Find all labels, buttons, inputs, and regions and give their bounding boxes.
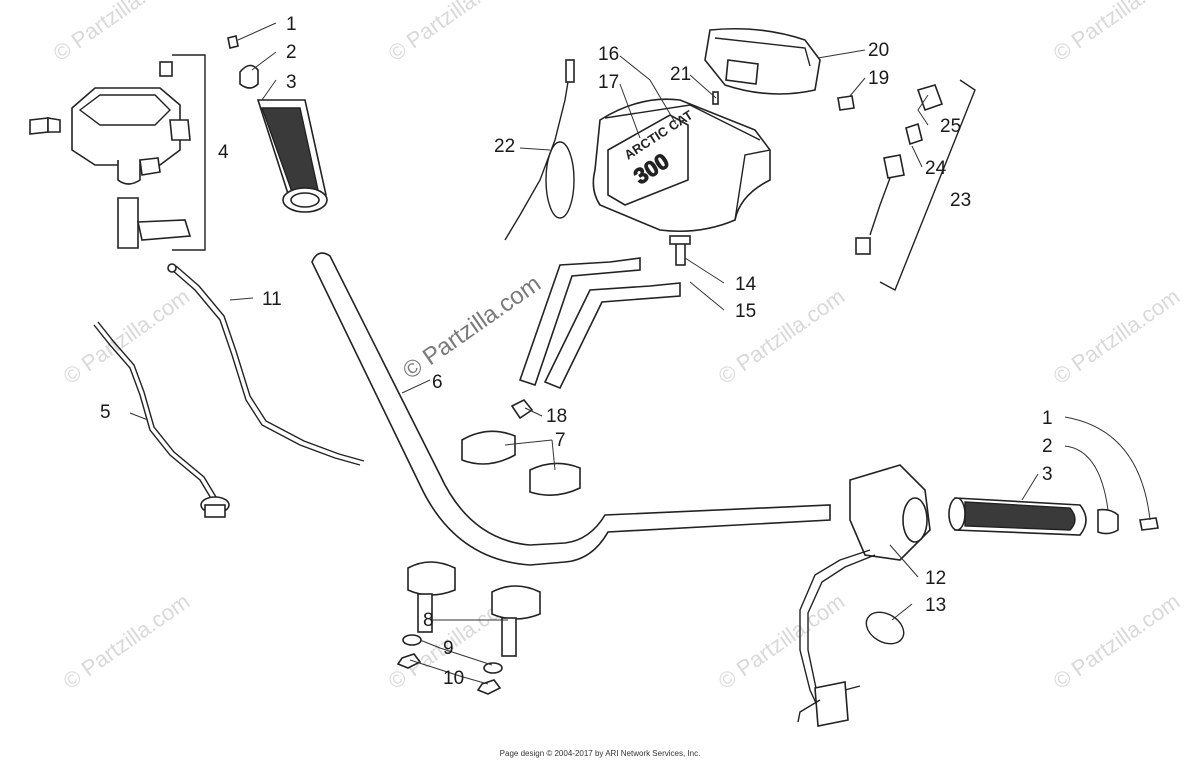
handlebar-risers	[396, 561, 541, 695]
callout-14: 14	[735, 274, 757, 295]
watermark: © Partzilla.com	[384, 0, 520, 66]
leader-lines	[129, 22, 1151, 685]
watermark: © Partzilla.com	[714, 589, 850, 695]
speedometer-cable	[504, 59, 575, 241]
watermark: © Partzilla.com	[59, 589, 195, 695]
callout-2: 2	[286, 42, 297, 63]
callout-8: 8	[423, 610, 434, 631]
callout-24: 24	[925, 158, 947, 179]
callout-23: 23	[950, 190, 971, 211]
throttle-cable	[93, 321, 230, 518]
watermark: © Partzilla.com	[59, 284, 195, 390]
callout-12: 12	[925, 568, 946, 589]
throttle-housing	[29, 54, 206, 251]
callout-22: 22	[494, 136, 515, 157]
callout-17: 17	[598, 72, 619, 93]
callout-20: 20	[868, 40, 889, 61]
callout-10: 10	[443, 668, 464, 689]
speedometer	[704, 27, 855, 111]
clip	[865, 611, 905, 645]
watermark: © Partzilla.com	[1049, 0, 1185, 66]
watermark: © Partzilla.com	[49, 0, 185, 66]
callout-5: 5	[100, 402, 111, 423]
meter-bracket	[510, 235, 691, 420]
callout-18: 18	[546, 406, 567, 427]
callout-15: 15	[735, 301, 756, 322]
handlebar-caps	[461, 430, 581, 496]
watermark: © Partzilla.com	[1049, 589, 1185, 695]
callout-25: 25	[940, 116, 961, 137]
left-grip	[227, 35, 328, 213]
switch-housing	[797, 464, 931, 727]
brake-cable	[167, 263, 365, 466]
watermark-layer: © Partzilla.com © Partzilla.com © Partzi…	[49, 0, 1185, 694]
indicator-harness	[855, 79, 976, 291]
callout-2-right: 2	[1042, 436, 1053, 457]
callout-19: 19	[868, 68, 889, 89]
right-grip	[948, 497, 1159, 536]
callout-4: 4	[218, 142, 229, 163]
meter-housing: ARCTIC CAT 300	[592, 98, 771, 233]
callout-7: 7	[555, 430, 566, 451]
callout-16: 16	[598, 44, 619, 65]
callout-21: 21	[670, 64, 691, 85]
callout-1-right: 1	[1042, 408, 1053, 429]
callout-6: 6	[432, 372, 443, 393]
callout-1: 1	[286, 14, 297, 35]
callout-11: 11	[262, 289, 282, 310]
watermark: © Partzilla.com	[1049, 284, 1185, 390]
page-footer: Page design © 2004-2017 by ARI Network S…	[499, 749, 701, 758]
callout-9: 9	[443, 638, 454, 659]
callout-13: 13	[925, 595, 946, 616]
callout-3: 3	[286, 72, 297, 93]
handlebar	[311, 252, 831, 566]
watermark: © Partzilla.com	[714, 284, 850, 390]
callouts: 1 2 3 4 5 6 7 8 9 10 11 12 13 14 15 16 1…	[100, 14, 1053, 689]
callout-3-right: 3	[1042, 464, 1053, 485]
